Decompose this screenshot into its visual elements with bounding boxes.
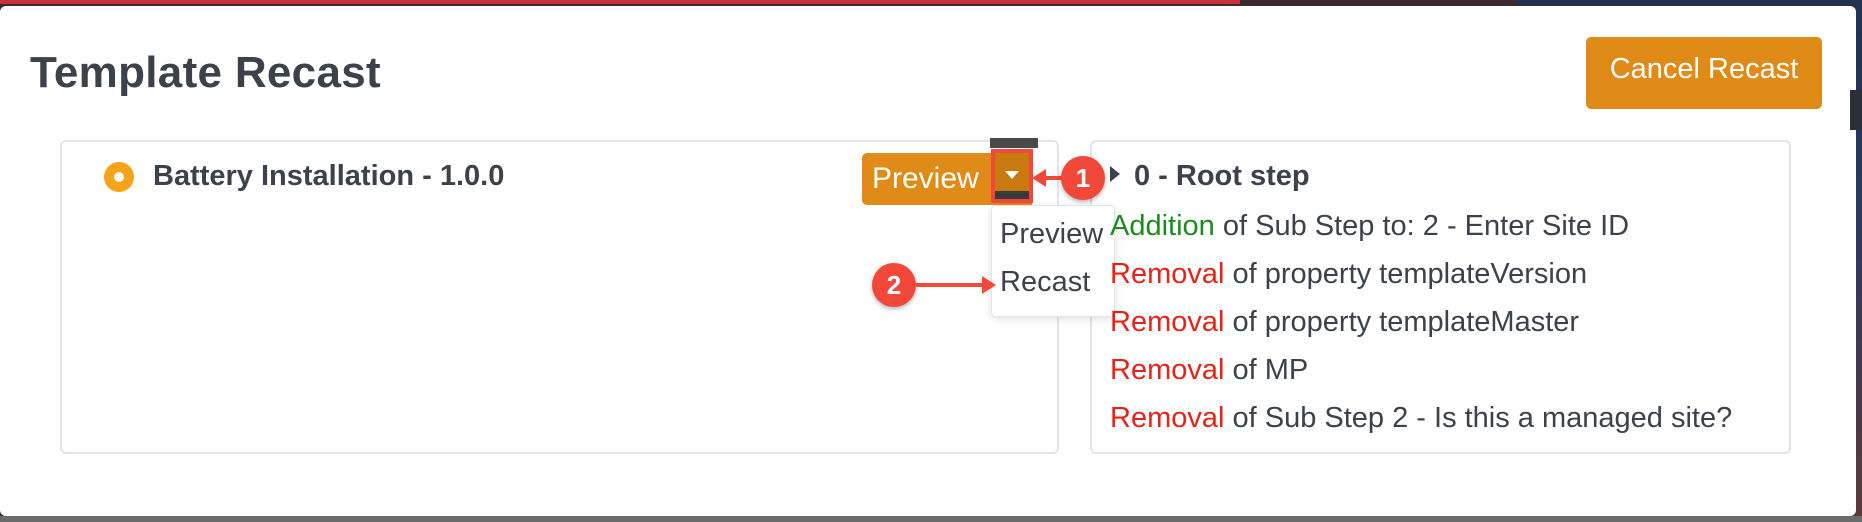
menu-item-preview[interactable]: Preview [1000, 218, 1104, 250]
annotation-arrow-1 [1044, 176, 1064, 180]
change-row: Removal of Sub Step 2 - Is this a manage… [1110, 402, 1732, 435]
modal-title: Template Recast [30, 48, 381, 97]
template-radio[interactable] [104, 162, 134, 192]
dropdown-highlight-shadow [990, 138, 1038, 148]
annotation-arrow-2 [916, 283, 984, 287]
background-bottom-strip [0, 516, 1862, 522]
change-text: of Sub Step 2 - Is this a managed site? [1224, 402, 1733, 434]
cancel-recast-button[interactable]: Cancel Recast [1586, 37, 1822, 109]
menu-item-recast[interactable]: Recast [1000, 266, 1091, 298]
background-edge-detail [1850, 90, 1862, 130]
template-name: Battery Installation - 1.0.0 [153, 160, 505, 192]
annotation-arrowhead-2 [982, 276, 996, 294]
change-kind: Removal [1110, 306, 1225, 338]
caret-down-icon [1005, 171, 1019, 179]
change-kind: Removal [1110, 258, 1225, 290]
preview-dropdown-menu: Preview Recast [991, 205, 1115, 317]
change-row: Removal of property templateMaster [1110, 306, 1579, 339]
caret-right-icon[interactable] [1110, 166, 1120, 182]
change-text: of property templateMaster [1224, 306, 1580, 338]
background-top-strip [0, 0, 1240, 4]
change-text: of Sub Step to: 2 - Enter Site ID [1214, 210, 1630, 242]
change-row: Removal of MP [1110, 354, 1308, 387]
preview-dropdown-toggle[interactable] [991, 149, 1033, 203]
change-row: Addition of Sub Step to: 2 - Enter Site … [1110, 210, 1629, 243]
annotation-arrowhead-1 [1032, 169, 1046, 187]
root-step-label: 0 - Root step [1134, 160, 1310, 192]
change-text: of MP [1224, 354, 1309, 386]
change-kind: Removal [1110, 354, 1225, 386]
template-recast-modal: Template Recast Cancel Recast [0, 6, 1856, 516]
annotation-badge-1: 1 [1061, 156, 1105, 200]
change-kind: Addition [1110, 210, 1215, 242]
annotation-badge-2: 2 [872, 263, 916, 307]
change-kind: Removal [1110, 402, 1225, 434]
change-text: of property templateVersion [1224, 258, 1588, 290]
change-row: Removal of property templateVersion [1110, 258, 1587, 291]
